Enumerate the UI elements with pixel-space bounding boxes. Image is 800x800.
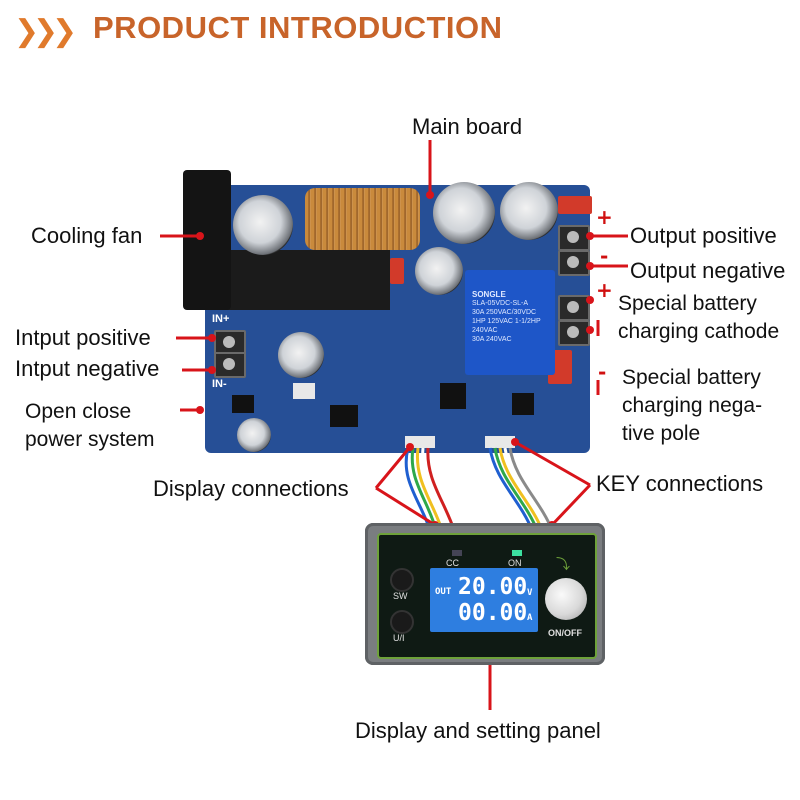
- ic-chip: [330, 405, 358, 427]
- minus-sign: -: [600, 244, 609, 268]
- ic-chip: [232, 395, 254, 413]
- relay-spec: 1HP 125VAC 1-1/2HP 240VAC: [472, 318, 541, 334]
- lcd-screen: [430, 568, 538, 632]
- page-title: PRODUCT INTRODUCTION: [93, 10, 503, 45]
- label-battery-cathode-line2: charging cathode: [618, 320, 780, 343]
- label-cooling-fan: Cooling fan: [31, 223, 143, 248]
- board-in-plus-label: IN+: [212, 313, 230, 325]
- on-label: ON: [508, 558, 522, 568]
- plus-sign: +: [596, 205, 613, 229]
- ui-label: U/I: [393, 633, 405, 643]
- capacitor: [433, 182, 495, 244]
- sw-button[interactable]: [390, 568, 414, 592]
- on-off-label: ON/OFF: [548, 628, 582, 638]
- label-display-setting-panel: Display and setting panel: [355, 718, 601, 743]
- label-battery-negative: Special battery charging nega- tive pole: [622, 364, 762, 448]
- label-main-board: Main board: [412, 114, 523, 139]
- label-battery-cathode-line1: Special battery: [618, 292, 757, 315]
- cooling-fan-body: [183, 170, 231, 310]
- board-in-minus-label: IN-: [212, 378, 227, 390]
- chevron-right-icon: ❯: [52, 14, 78, 49]
- chevron-right-icon: ❯: [33, 14, 59, 49]
- cc-label: CC: [446, 558, 459, 568]
- label-output-negative: Output negative: [630, 258, 786, 283]
- relay: [465, 270, 555, 375]
- capacitor: [278, 332, 324, 378]
- label-open-close-line2: power system: [25, 428, 155, 451]
- relay-model: SLA-05VDC-SL-A: [472, 300, 529, 307]
- minus-sign: -: [598, 360, 607, 384]
- power-switch-connector: [293, 383, 315, 399]
- ic-chip: [512, 393, 534, 415]
- label-battery-negative-line1: Special battery: [622, 366, 761, 389]
- input-positive-terminal: [214, 330, 246, 356]
- label-battery-cathode: Special battery charging cathode: [618, 290, 779, 346]
- relay-spec: 30A 240VAC: [472, 336, 512, 343]
- cc-led: [452, 550, 462, 556]
- lcd-voltage-unit: V: [527, 588, 533, 598]
- capacitor: [237, 418, 271, 452]
- capacitor: [233, 195, 293, 255]
- lcd-out-label: OUT: [435, 587, 452, 597]
- label-display-connections: Display connections: [153, 476, 349, 501]
- heatsink-bar: [205, 250, 390, 310]
- label-battery-negative-line3: tive pole: [622, 422, 701, 445]
- rotary-knob[interactable]: [545, 578, 587, 620]
- relay-spec: 30A 250VAC/30VDC: [472, 309, 537, 316]
- rotate-arrow-icon: ⤵: [556, 557, 570, 573]
- label-open-close-power: Open close power system: [25, 398, 155, 454]
- relay-label: SONGLE SLA-05VDC-SL-A 30A 250VAC/30VDC 1…: [472, 290, 550, 344]
- chevron-right-icon: ❯: [14, 14, 40, 49]
- relay-brand: SONGLE: [472, 290, 506, 299]
- lcd-current-unit: A: [527, 613, 533, 623]
- toroid-coil: [305, 188, 420, 250]
- ui-button[interactable]: [390, 610, 414, 634]
- label-input-negative: Intput negative: [15, 356, 160, 381]
- red-component: [390, 258, 404, 284]
- label-input-positive: Intput positive: [15, 325, 151, 350]
- input-negative-terminal: [214, 352, 246, 378]
- on-led: [512, 550, 522, 556]
- lcd-voltage-value: 20.00: [458, 574, 528, 600]
- capacitor: [500, 182, 558, 240]
- plus-sign: +: [596, 278, 613, 302]
- red-component: [558, 196, 592, 214]
- key-connector: [485, 436, 515, 448]
- lcd-current-value: 00.00: [458, 600, 528, 626]
- label-battery-negative-line2: charging nega-: [622, 394, 763, 417]
- label-key-connections: KEY connections: [596, 471, 764, 496]
- label-open-close-line1: Open close: [25, 400, 132, 423]
- label-output-positive: Output positive: [630, 223, 777, 248]
- sw-label: SW: [393, 591, 408, 601]
- output-negative-terminal: [558, 250, 590, 276]
- ic-chip: [440, 383, 466, 409]
- capacitor: [415, 247, 463, 295]
